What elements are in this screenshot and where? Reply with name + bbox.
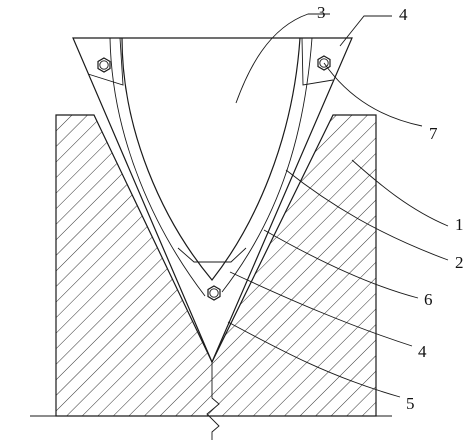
callout-3: 3 (317, 3, 326, 22)
hex-bolt-top-right (317, 55, 331, 71)
callout-4-top: 4 (399, 5, 408, 24)
callout-6: 6 (424, 290, 433, 309)
callout-labels: 3 4 7 1 2 6 4 5 (317, 3, 464, 413)
callout-7: 7 (429, 124, 438, 143)
callout-1: 1 (455, 215, 464, 234)
leader-lines (227, 13, 449, 398)
triangular-holder (72, 37, 353, 364)
hex-bolt-bottom (207, 285, 221, 301)
hex-bolt-top-left (97, 57, 111, 73)
break-line (30, 362, 392, 440)
callout-5: 5 (406, 394, 415, 413)
callout-4-bottom: 4 (418, 342, 427, 361)
callout-2: 2 (455, 253, 464, 272)
